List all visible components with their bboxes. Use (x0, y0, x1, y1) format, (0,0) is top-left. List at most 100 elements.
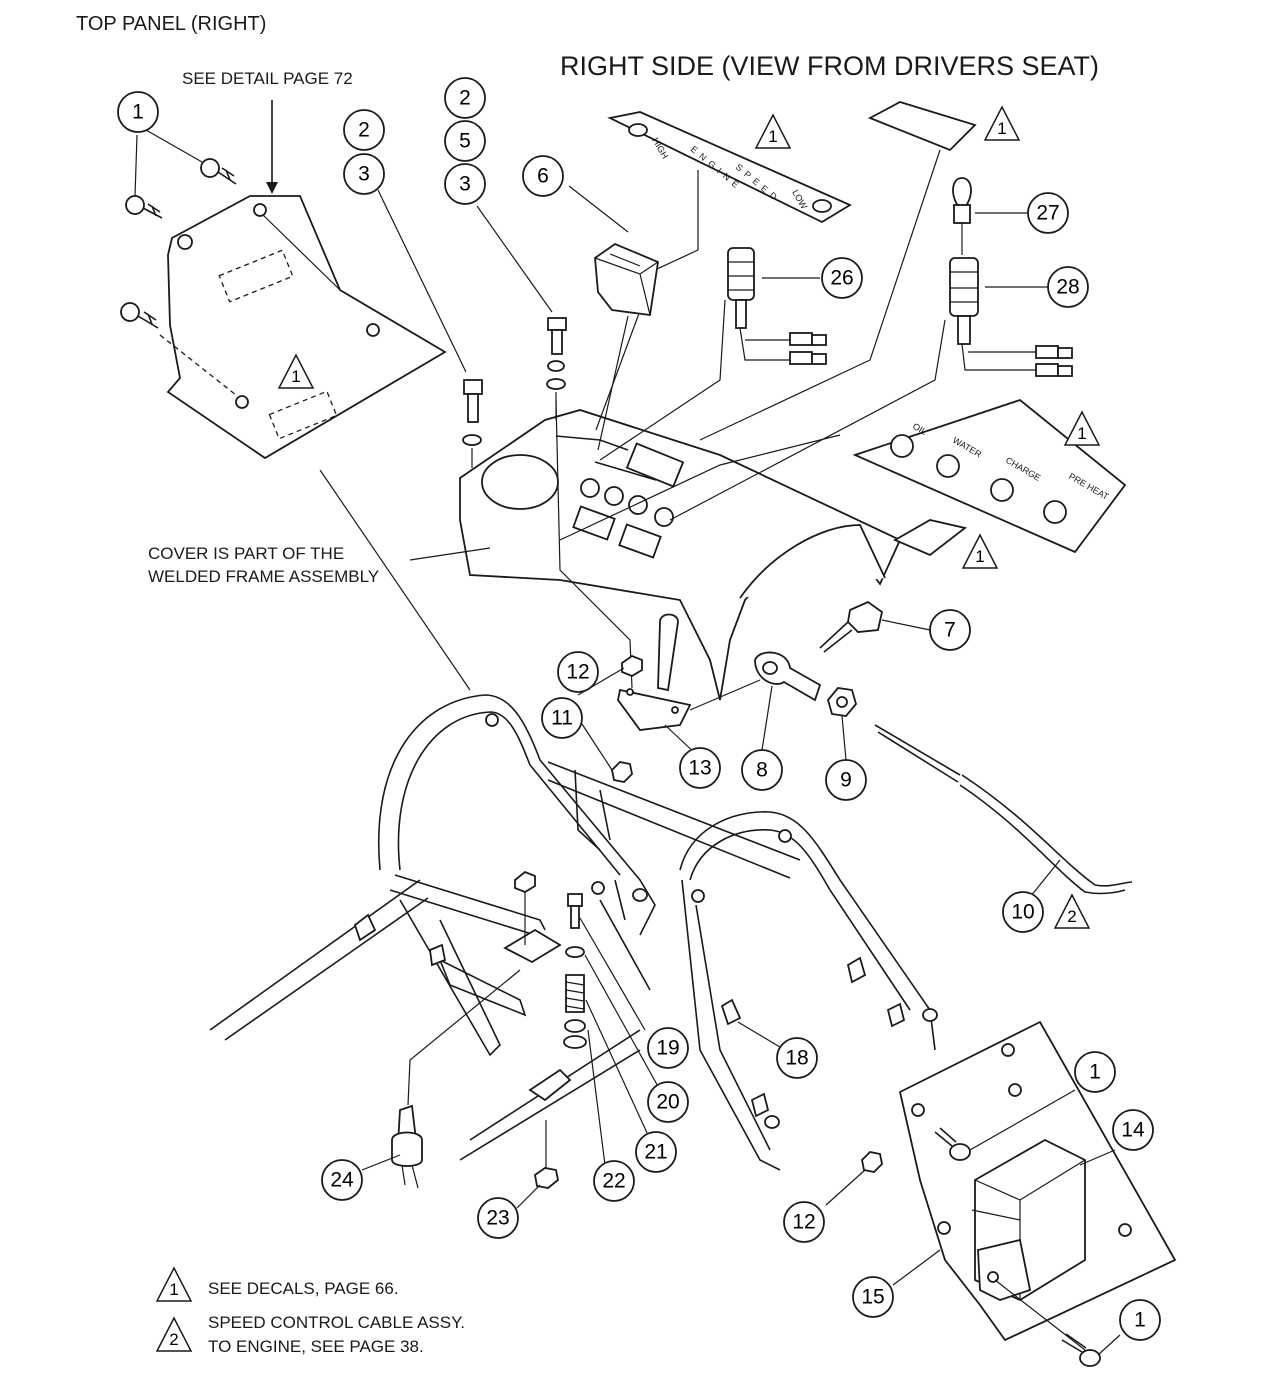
callout-28: 28 (1047, 266, 1089, 308)
svg-text:11: 11 (551, 707, 573, 730)
switch-bracket (391, 870, 562, 1189)
bolt-stack-left (377, 189, 483, 468)
spring-stack (528, 893, 661, 1189)
callout-2-b: 2 (444, 77, 486, 119)
legend-item-2-line2: TO ENGINE, SEE PAGE 38. (208, 1337, 424, 1356)
callout-27: 27 (1027, 192, 1069, 234)
svg-text:19: 19 (656, 1037, 679, 1060)
screws-side (861, 1127, 1101, 1367)
svg-text:1: 1 (975, 547, 984, 566)
callout-12-a: 12 (557, 651, 599, 693)
svg-text:12: 12 (566, 661, 589, 684)
legend-item-2-line1: SPEED CONTROL CABLE ASSY. (208, 1313, 465, 1332)
callout-24: 24 (321, 1159, 363, 1201)
svg-text:2: 2 (169, 1330, 178, 1349)
bolt-stack-right (476, 205, 567, 420)
svg-text:14: 14 (1121, 1119, 1145, 1142)
callout-19: 19 (647, 1027, 689, 1069)
throttle-lever (555, 399, 761, 731)
bolt-7 (819, 600, 884, 653)
callout-2-a: 2 (343, 109, 385, 151)
svg-text:1: 1 (291, 367, 300, 386)
screw-1c (120, 302, 159, 329)
svg-text:22: 22 (602, 1170, 625, 1193)
svg-text:1: 1 (768, 127, 777, 146)
svg-text:2: 2 (459, 87, 471, 110)
svg-text:3: 3 (459, 173, 471, 196)
leaders (361, 170, 1121, 1356)
callout-14: 14 (1112, 1109, 1154, 1151)
svg-text:24: 24 (330, 1169, 354, 1192)
svg-text:2: 2 (1067, 907, 1076, 926)
section-label: TOP PANEL (RIGHT) (76, 13, 266, 35)
callout-10: 10 (1002, 891, 1044, 933)
legend: 1 SEE DECALS, PAGE 66. 2 SPEED CONTROL C… (155, 1266, 465, 1356)
decal-marker-1e: 1 (961, 533, 999, 569)
svg-text:1: 1 (1089, 1061, 1101, 1084)
decal-marker-1a: 1 (754, 113, 792, 149)
svg-text:7: 7 (944, 619, 956, 642)
callout-8: 8 (741, 749, 783, 791)
cover-note-line1: COVER IS PART OF THE (148, 544, 344, 563)
indicator-28 (669, 177, 1073, 521)
svg-text:26: 26 (830, 267, 853, 290)
view-title: RIGHT SIDE (VIEW FROM DRIVERS SEAT) (560, 51, 1099, 81)
nuts-11-12 (611, 654, 643, 783)
decal-marker-1d: 1 (1063, 410, 1101, 446)
see-detail-note: SEE DETAIL PAGE 72 (182, 69, 353, 88)
decal-marker-1c: 1 (277, 353, 315, 389)
callout-3-b: 3 (444, 163, 486, 205)
legend-symbol-1: 1 (155, 1266, 193, 1302)
callout-1-side-a: 1 (1074, 1051, 1116, 1093)
svg-text:1: 1 (1077, 424, 1086, 443)
screw-1a (200, 158, 237, 185)
gauge-decal-plate: OIL WATER CHARGE PRE HEAT (559, 398, 1127, 557)
callout-13: 13 (679, 747, 721, 789)
svg-text:18: 18 (785, 1047, 808, 1070)
svg-text:21: 21 (644, 1141, 667, 1164)
decal-marker-1b: 1 (983, 105, 1021, 141)
svg-text:3: 3 (358, 163, 370, 186)
svg-text:15: 15 (861, 1286, 884, 1309)
svg-text:23: 23 (486, 1207, 509, 1230)
callout-12-b: 12 (783, 1201, 825, 1243)
callout-9: 9 (825, 759, 867, 801)
callout-1-top: 1 (117, 91, 159, 133)
screw-1b (125, 195, 163, 219)
callout-5: 5 (444, 120, 486, 162)
callout-22: 22 (593, 1160, 635, 1202)
svg-text:10: 10 (1011, 901, 1034, 924)
svg-text:28: 28 (1056, 276, 1079, 299)
svg-text:27: 27 (1036, 202, 1059, 225)
callout-11: 11 (541, 697, 583, 739)
rod-end-8 (754, 651, 822, 702)
nut-9 (827, 687, 857, 717)
svg-text:20: 20 (656, 1091, 679, 1114)
svg-text:12: 12 (792, 1211, 815, 1234)
svg-text:8: 8 (756, 759, 768, 782)
callout-3-a: 3 (343, 153, 385, 195)
callout-26: 26 (821, 257, 863, 299)
callout-23: 23 (477, 1197, 519, 1239)
cable-marker-2: 2 (1053, 893, 1091, 929)
legend-item-1: SEE DECALS, PAGE 66. (208, 1279, 399, 1298)
speed-decal-plate: HIGH ENGINE SPEED LOW (595, 111, 852, 431)
callout-1-side-b: 1 (1119, 1299, 1161, 1341)
svg-text:1: 1 (997, 119, 1006, 138)
callout-15: 15 (852, 1276, 894, 1318)
svg-text:13: 13 (688, 757, 711, 780)
welded-frame (209, 694, 938, 1171)
callout-18: 18 (776, 1037, 818, 1079)
top-panel-detail (120, 100, 471, 691)
svg-text:2: 2 (358, 119, 370, 142)
hourmeter (594, 242, 659, 451)
relay-box (971, 1138, 1086, 1302)
svg-text:1: 1 (1134, 1309, 1146, 1332)
callout-6: 6 (522, 155, 564, 197)
callout-21: 21 (635, 1131, 677, 1173)
callout-7: 7 (929, 609, 971, 651)
callout-20: 20 (647, 1081, 689, 1123)
svg-text:1: 1 (132, 101, 144, 124)
dash-cover (459, 409, 902, 701)
